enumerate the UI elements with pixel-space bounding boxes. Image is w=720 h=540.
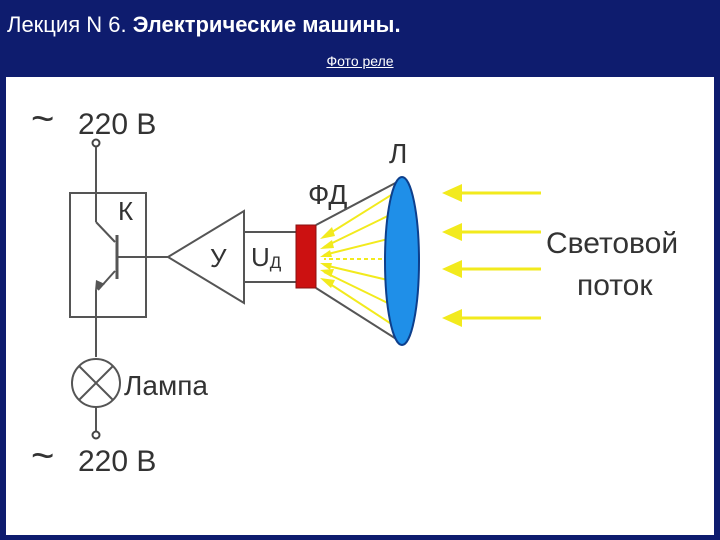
cone-edge-top bbox=[315, 179, 402, 226]
ray-arrowhead-icon bbox=[442, 309, 462, 327]
focused-ray bbox=[323, 271, 397, 308]
subtitle-text: Фото реле bbox=[326, 53, 394, 69]
ray-arrowhead-icon bbox=[320, 250, 332, 257]
focused-ray bbox=[323, 211, 397, 248]
light-label-line1: Световой bbox=[546, 227, 678, 260]
title-period: . bbox=[394, 12, 401, 37]
photodiode-label: ФД bbox=[308, 179, 347, 210]
transistor-collector bbox=[95, 221, 116, 243]
diagram-panel: ~ 220 В К У UД ФД bbox=[6, 77, 714, 535]
lens bbox=[384, 176, 420, 346]
photo-relay-diagram: ~ 220 В К У UД ФД bbox=[31, 97, 678, 478]
amplifier-label: У bbox=[210, 243, 227, 273]
supply-bottom-label: 220 В bbox=[78, 445, 156, 478]
ray-arrowhead-icon bbox=[320, 240, 334, 249]
tilde-top: ~ bbox=[31, 97, 54, 141]
lens-label: Л bbox=[389, 138, 407, 169]
voltage-label: UД bbox=[251, 242, 282, 272]
tilde-bottom: ~ bbox=[31, 434, 54, 478]
amplifier-triangle bbox=[166, 209, 245, 305]
focused-ray-heads bbox=[320, 227, 335, 288]
emitter-arrow-icon bbox=[95, 280, 105, 291]
focused-rays bbox=[323, 191, 397, 328]
lecture-title: Лекция N 6. Электрические машины. bbox=[7, 12, 401, 38]
light-label-line2: поток bbox=[577, 269, 653, 302]
focused-ray bbox=[323, 236, 397, 256]
ray-arrowhead-icon bbox=[442, 184, 462, 202]
slide-subtitle: Фото реле bbox=[0, 53, 720, 69]
lecture-number: Лекция N 6. bbox=[7, 12, 133, 37]
incoming-ray-heads bbox=[442, 184, 462, 327]
supply-top-label: 220 В bbox=[78, 108, 156, 141]
ray-arrowhead-icon bbox=[320, 269, 334, 277]
focused-ray bbox=[323, 191, 397, 238]
relay-label: К bbox=[118, 196, 133, 226]
focused-ray bbox=[323, 279, 397, 328]
photodiode bbox=[295, 224, 317, 289]
ray-arrowhead-icon bbox=[320, 227, 335, 239]
terminal-bottom bbox=[91, 430, 101, 440]
lecture-topic: Электрические машины bbox=[132, 12, 395, 37]
title-bar: Лекция N 6. Электрические машины. bbox=[0, 0, 720, 50]
incoming-light bbox=[456, 191, 541, 320]
relay-box bbox=[69, 192, 147, 318]
lamp-cross bbox=[78, 365, 114, 401]
transistor-emitter bbox=[97, 270, 116, 291]
lamp-label: Лампа bbox=[124, 370, 208, 401]
ray-arrowhead-icon bbox=[442, 223, 462, 241]
cone-edge-bottom bbox=[315, 287, 402, 343]
ray-arrowhead-icon bbox=[320, 278, 335, 288]
terminal-top bbox=[91, 138, 101, 148]
focused-ray bbox=[323, 264, 397, 283]
ray-arrowhead-icon bbox=[320, 263, 332, 270]
ray-arrowhead-icon bbox=[442, 260, 462, 278]
voltage-label-main: U bbox=[251, 242, 270, 272]
voltage-label-sub: Д bbox=[270, 253, 282, 272]
